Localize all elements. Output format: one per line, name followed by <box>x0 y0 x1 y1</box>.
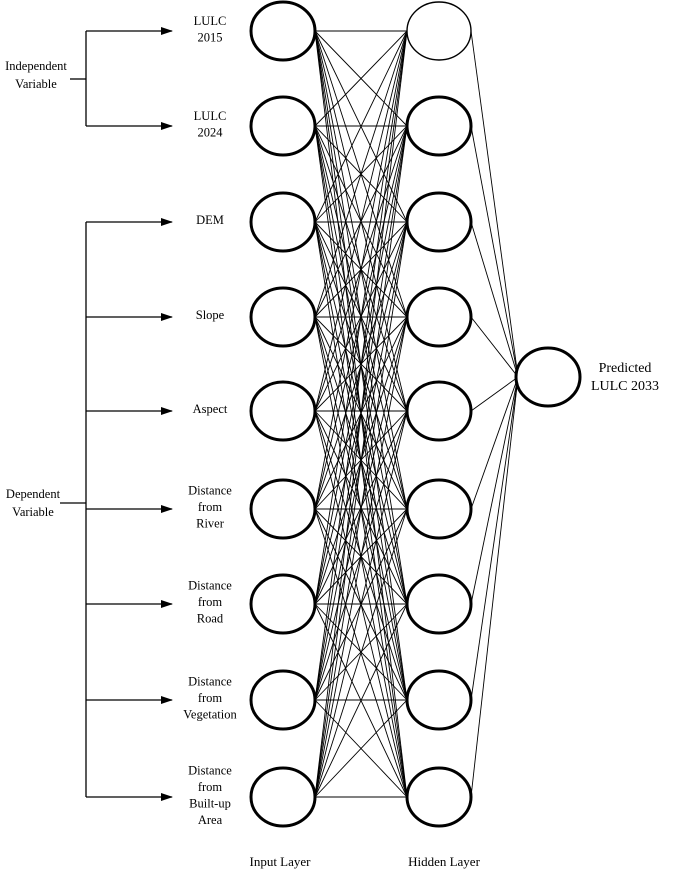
connection-hidden-4-output <box>470 316 519 378</box>
input-label-8-line-2: from <box>198 691 223 705</box>
input-node-5 <box>249 380 317 442</box>
connection-hidden-3-output <box>470 221 519 378</box>
connection-input-8-hidden-1 <box>314 30 408 701</box>
input-layer-label: Input Layer <box>249 854 311 869</box>
connection-hidden-9-output <box>470 376 519 798</box>
connection-input-9-hidden-5 <box>314 410 408 798</box>
input-label-7-line-2: from <box>198 595 223 609</box>
hidden-node-2 <box>405 95 473 157</box>
connection-hidden-7-output <box>470 376 519 605</box>
input-label-9-line-4: Area <box>198 813 223 827</box>
connection-hidden-1-output <box>470 30 519 378</box>
connection-input-9-hidden-1 <box>314 30 408 798</box>
connection-hidden-5-output <box>470 376 519 412</box>
connection-input-7-hidden-1 <box>314 30 408 605</box>
connection-input-9-hidden-8 <box>314 699 408 798</box>
input-label-4-line-1: Slope <box>196 308 225 322</box>
connection-input-9-hidden-6 <box>314 508 408 798</box>
hidden-node-9 <box>405 766 473 828</box>
connection-input-9-hidden-2 <box>314 125 408 798</box>
input-label-5-line-1: Aspect <box>193 402 228 416</box>
output-node <box>514 346 582 408</box>
independent-variable-label-line-1: Independent <box>5 59 67 73</box>
connection-input-2-hidden-1 <box>314 30 408 127</box>
input-node-9 <box>249 766 317 828</box>
input-node-3 <box>249 191 317 253</box>
input-label-1-line-2: 2015 <box>198 30 223 44</box>
input-label-8-line-3: Vegetation <box>183 708 237 722</box>
hidden-node-1 <box>406 1 472 61</box>
input-label-7-line-1: Distance <box>188 579 232 593</box>
connection-hidden-2-output <box>470 125 519 378</box>
hidden-node-5 <box>405 380 473 442</box>
connection-input-5-hidden-1 <box>314 30 408 412</box>
input-label-7-line-3: Road <box>197 612 224 626</box>
dependent-variable-label-line-2: Variable <box>12 505 54 519</box>
output-label-line-2: LULC 2033 <box>591 379 659 394</box>
input-node-4 <box>249 286 317 348</box>
input-label-9-line-2: from <box>198 780 223 794</box>
connection-hidden-6-output <box>470 376 519 510</box>
input-node-7 <box>249 573 317 635</box>
input-label-8-line-1: Distance <box>188 675 232 689</box>
input-label-1-line-1: LULC <box>194 14 227 28</box>
nodes <box>249 0 582 828</box>
input-label-6-line-1: Distance <box>188 484 232 498</box>
input-node-6 <box>249 478 317 540</box>
hidden-node-3 <box>405 191 473 253</box>
hidden-node-6 <box>405 478 473 540</box>
connection-input-9-hidden-4 <box>314 316 408 798</box>
hidden-node-8 <box>405 669 473 731</box>
group-brackets <box>60 31 87 797</box>
hidden-node-7 <box>405 573 473 635</box>
input-node-8 <box>249 669 317 731</box>
input-arrows <box>86 27 173 801</box>
input-node-2 <box>249 95 317 157</box>
hidden-layer-label: Hidden Layer <box>408 854 481 869</box>
connection-hidden-8-output <box>470 376 519 701</box>
connections <box>314 30 519 798</box>
connection-input-9-hidden-7 <box>314 603 408 798</box>
connection-input-4-hidden-1 <box>314 30 408 318</box>
output-label-line-1: Predicted <box>599 361 652 376</box>
input-label-6-line-2: from <box>198 500 223 514</box>
labels: LULC2015LULC2024DEMSlopeAspectDistancefr… <box>5 14 659 869</box>
dependent-variable-label-line-1: Dependent <box>6 487 61 501</box>
connection-input-3-hidden-1 <box>314 30 408 223</box>
input-label-6-line-3: River <box>196 517 225 531</box>
input-label-2-line-1: LULC <box>194 109 227 123</box>
input-label-2-line-2: 2024 <box>198 125 224 139</box>
hidden-node-4 <box>405 286 473 348</box>
input-label-9-line-1: Distance <box>188 763 232 777</box>
connection-input-9-hidden-3 <box>314 221 408 798</box>
input-node-1 <box>249 0 317 62</box>
independent-variable-label-line-2: Variable <box>15 77 57 91</box>
input-label-3-line-1: DEM <box>196 213 224 227</box>
connection-input-6-hidden-1 <box>314 30 408 510</box>
input-label-9-line-3: Built-up <box>189 796 231 810</box>
